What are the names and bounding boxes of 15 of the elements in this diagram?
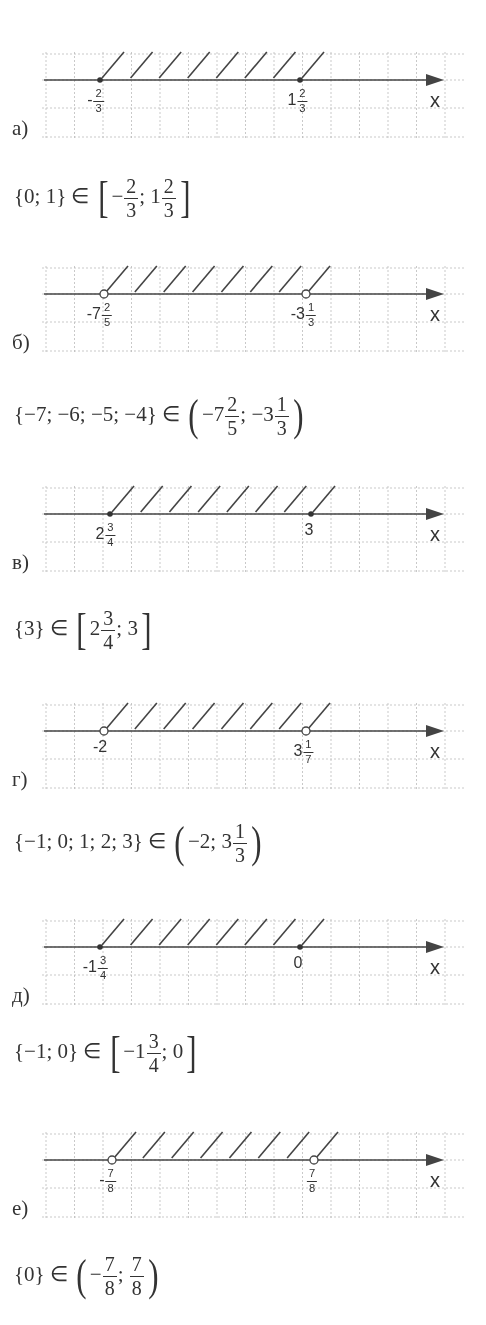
axis-label: x	[430, 524, 440, 544]
part-letter: а)	[12, 118, 29, 139]
part-letter: в)	[12, 552, 29, 573]
part-letter: е)	[12, 1198, 29, 1219]
part-letter: г)	[12, 769, 28, 790]
tick-label: 0	[293, 955, 303, 971]
tick-label: 3	[304, 522, 314, 538]
part-letter: д)	[12, 985, 30, 1006]
axis-label: x	[430, 1170, 440, 1190]
tick-label: -2	[92, 739, 108, 755]
axis-label: x	[430, 741, 440, 761]
part-letter: б)	[12, 332, 30, 353]
axis-label: x	[430, 304, 440, 324]
axis-label: x	[430, 957, 440, 977]
axis-label: x	[430, 90, 440, 110]
